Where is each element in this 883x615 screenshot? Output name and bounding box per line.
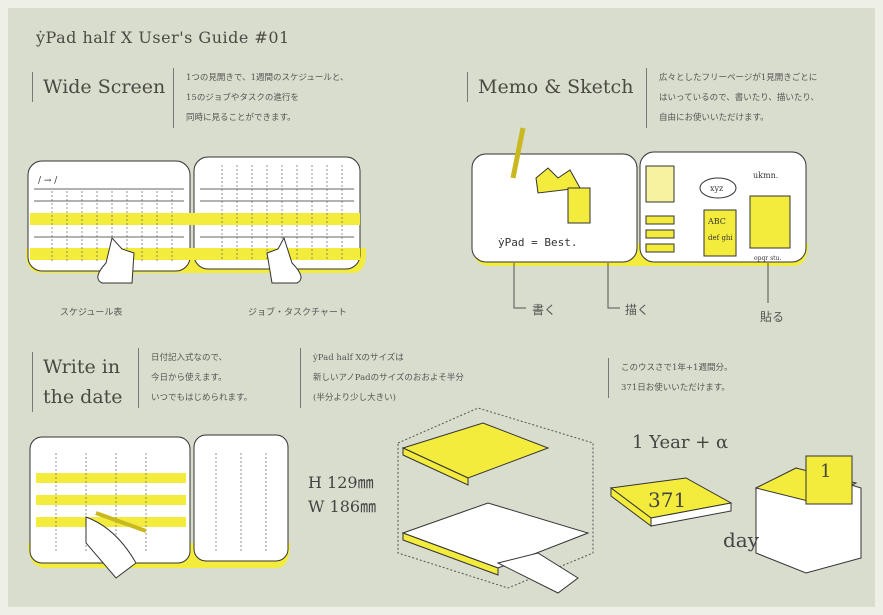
abc-text: ABC: [707, 217, 726, 226]
desc-line: このウスさで1年+1週間分。: [621, 363, 733, 373]
calendar-day-number: 1: [820, 461, 832, 482]
page-title: ẏPad half X User's Guide #01: [36, 28, 290, 47]
day-label: day: [723, 528, 760, 552]
height-value: H 129㎜: [308, 473, 374, 492]
desc-line: 同時に見ることができます。: [186, 113, 296, 123]
desc-line: 日付記入式なので、: [151, 353, 228, 363]
desc-line: いつでもはじめられます。: [151, 393, 253, 403]
caption-paste: 貼る: [760, 310, 785, 324]
wide-screen-illustration: / → /: [26, 156, 366, 284]
ukmn-text: ukmn.: [753, 171, 778, 180]
desc-line: 1つの見開きで、1週間のスケジュールと、: [186, 73, 349, 83]
heading-line: Write in: [43, 356, 121, 378]
write-date-illustration: [28, 434, 290, 579]
desc-line: ẏPad half Xのサイズは: [313, 353, 404, 363]
desc-line: はいっているので、書いたり、描いたり、: [659, 93, 820, 103]
size-description: ẏPad half Xのサイズは 新しいアノPadのサイズのおおよそ半分 (半分…: [300, 348, 464, 408]
wide-screen-heading: Wide Screen: [32, 72, 165, 102]
memo-sketch-description: 広々としたフリーページが1見開きごとに はいっているので、書いたり、描いたり、 …: [646, 68, 819, 128]
desc-line: 371日お使いいただけます。: [621, 383, 730, 393]
desc-line: 新しいアノPadのサイズのおおよそ半分: [313, 373, 464, 383]
heading-line: the date: [43, 386, 123, 408]
caption-draw: 描く: [625, 303, 650, 317]
duration-description: このウスさで1年+1週間分。 371日お使いいただけます。: [608, 358, 732, 398]
sketch-text: ẏPad = Best.: [498, 236, 577, 249]
desc-line: 15のジョブやタスクの進行を: [186, 93, 299, 103]
caption-job-chart: ジョブ・タスクチャート: [248, 308, 347, 318]
days-count: 371: [648, 488, 687, 512]
opqr-text: opqr stu.: [754, 255, 781, 262]
memo-callout-lines: [513, 263, 769, 309]
bubble-text: xyz: [710, 184, 723, 193]
memo-sketch-heading: Memo & Sketch: [467, 72, 633, 102]
guide-page: ẏPad half X User's Guide #01 Wide Screen…: [8, 8, 875, 607]
defghi-text: def ghi: [708, 234, 733, 242]
size-illustration: [397, 407, 594, 594]
desc-line: 広々としたフリーページが1見開きごとに: [659, 73, 818, 83]
size-dimensions: H 129㎜ W 186㎜: [308, 471, 376, 519]
width-value: W 186㎜: [308, 497, 377, 516]
caption-schedule: スケジュール表: [60, 308, 123, 318]
desc-line: (半分より少し大きい): [313, 393, 396, 403]
write-date-description: 日付記入式なので、 今日から使えます。 いつでもはじめられます。: [138, 348, 252, 408]
year-label: 1 Year + α: [632, 432, 729, 453]
desc-line: 今日から使えます。: [151, 373, 227, 383]
date-range-label: / → /: [38, 176, 58, 186]
caption-write: 書く: [532, 303, 557, 317]
memo-sketch-illustration: xyz ABC def ghi ukmn. opqr stu. ẏPad = B…: [471, 127, 808, 266]
wide-screen-description: 1つの見開きで、1週間のスケジュールと、 15のジョブやタスクの進行を 同時に見…: [173, 68, 349, 128]
duration-illustration: [609, 455, 862, 574]
write-date-heading: Write in the date: [32, 352, 123, 412]
desc-line: 自由にお使いいただけます。: [659, 113, 769, 123]
